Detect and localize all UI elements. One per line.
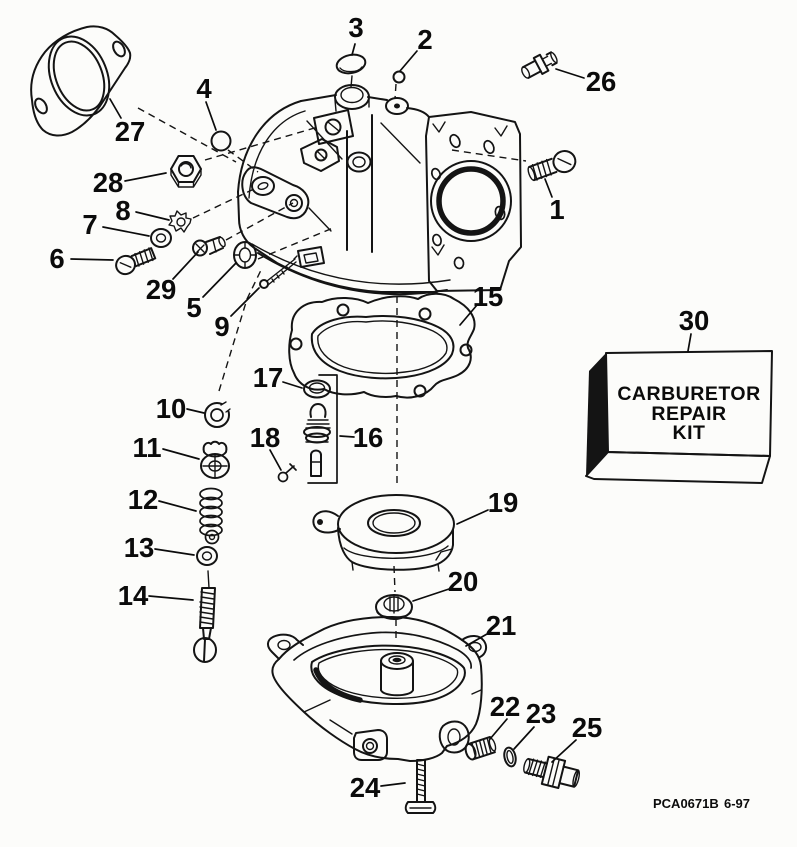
leader-line-11 xyxy=(162,448,200,460)
grommet-20 xyxy=(375,594,413,620)
repair-kit-box: CARBURETOR REPAIR KIT xyxy=(585,350,773,484)
nipple-fitting-26 xyxy=(521,51,558,79)
part-callout-23: 23 xyxy=(526,698,557,729)
leader-line-10 xyxy=(186,408,205,414)
leader-line-26 xyxy=(555,68,585,79)
part-callout-21: 21 xyxy=(486,610,517,641)
part-callout-4: 4 xyxy=(196,73,212,104)
part-callout-7: 7 xyxy=(82,209,97,240)
part-callout-13: 13 xyxy=(124,532,155,563)
leader-line-5 xyxy=(202,262,237,298)
clip-18 xyxy=(277,463,297,483)
leader-line-23 xyxy=(513,726,535,750)
part-callout-17: 17 xyxy=(253,362,284,393)
leader-line-3 xyxy=(351,43,356,56)
part-callout-1: 1 xyxy=(549,194,564,225)
o-ring-23 xyxy=(503,746,517,768)
part-callout-12: 12 xyxy=(128,484,159,515)
leader-line-18 xyxy=(269,449,282,471)
packing-ring-10 xyxy=(204,401,231,428)
screw-9 xyxy=(259,255,298,289)
carburetor-body xyxy=(237,84,522,296)
leader-line-1 xyxy=(544,178,553,198)
ball-part-4 xyxy=(210,130,232,152)
ball-part-2 xyxy=(392,70,406,84)
leader-line-15 xyxy=(459,304,478,326)
leader-line-28 xyxy=(124,172,167,182)
leader-line-2 xyxy=(399,50,418,72)
part-callout-9: 9 xyxy=(214,311,229,342)
part-callout-3: 3 xyxy=(348,12,363,43)
part-callout-30: 30 xyxy=(679,305,710,336)
part-callout-5: 5 xyxy=(186,292,201,323)
leader-line-20 xyxy=(412,588,450,602)
part-callout-15: 15 xyxy=(473,281,504,312)
leader-line-4 xyxy=(205,101,217,131)
needle-screw-14 xyxy=(193,570,217,663)
drain-fitting-25 xyxy=(523,755,581,790)
part-callout-26: 26 xyxy=(586,66,617,97)
leader-line-12 xyxy=(158,500,197,512)
flat-washer-7 xyxy=(150,228,172,248)
part-callout-14: 14 xyxy=(118,580,149,611)
leader-line-8 xyxy=(135,211,170,221)
leader-line-16 xyxy=(339,435,355,438)
part-callout-28: 28 xyxy=(93,167,124,198)
part-callout-20: 20 xyxy=(448,566,479,597)
part-callout-18: 18 xyxy=(250,422,281,453)
part-callout-10: 10 xyxy=(156,393,187,424)
leader-line-27 xyxy=(109,98,122,119)
kit-box-line-2: REPAIR xyxy=(651,403,726,425)
leader-line-29 xyxy=(172,251,199,280)
leader-line-17 xyxy=(282,381,303,389)
leader-line-30 xyxy=(687,333,692,352)
part-callout-8: 8 xyxy=(115,195,130,226)
float-19 xyxy=(312,494,455,572)
float-bowl-21 xyxy=(267,616,488,762)
leader-line-14 xyxy=(148,595,194,601)
bowl-screw-24 xyxy=(404,759,437,814)
washer-13 xyxy=(196,546,218,566)
kit-box-line-1: CARBURETOR xyxy=(617,383,760,405)
idle-screw-1 xyxy=(527,150,577,182)
part-callout-6: 6 xyxy=(49,243,64,274)
figure-code: PCA0671B xyxy=(653,796,719,811)
mount-gasket xyxy=(30,25,132,137)
part-callout-2: 2 xyxy=(417,24,432,55)
bowl-gasket-15 xyxy=(288,292,476,399)
part-callout-22: 22 xyxy=(490,691,521,722)
part-callout-24: 24 xyxy=(350,772,381,803)
leader-line-21 xyxy=(465,633,488,647)
seal-ring-5 xyxy=(233,241,257,269)
leader-line-6 xyxy=(70,258,114,261)
leader-line-24 xyxy=(380,782,406,787)
part-callout-11: 11 xyxy=(132,432,161,463)
leader-line-19 xyxy=(456,509,489,525)
packing-nut-11 xyxy=(200,440,230,479)
cap-part-3 xyxy=(335,53,367,88)
screw-6 xyxy=(115,247,157,276)
part-callout-25: 25 xyxy=(572,712,603,743)
hex-nut-28 xyxy=(170,155,202,188)
leader-line-7 xyxy=(102,226,150,237)
leader-line-22 xyxy=(489,718,508,740)
leader-line-9 xyxy=(230,287,260,317)
kit-box-line-3: KIT xyxy=(673,422,706,444)
figure-date-code: 6-97 xyxy=(724,796,750,811)
star-washer-8 xyxy=(168,210,192,233)
leader-line-25 xyxy=(551,739,577,763)
needle-seat-16 xyxy=(303,374,338,484)
part-callout-19: 19 xyxy=(488,487,519,518)
spring-12 xyxy=(199,487,223,545)
part-callout-27: 27 xyxy=(115,116,146,147)
valve-29 xyxy=(192,236,226,257)
seat-gasket-17 xyxy=(303,379,331,399)
leader-line-13 xyxy=(154,548,195,556)
part-callout-29: 29 xyxy=(146,274,177,305)
part-callout-16: 16 xyxy=(353,422,384,453)
